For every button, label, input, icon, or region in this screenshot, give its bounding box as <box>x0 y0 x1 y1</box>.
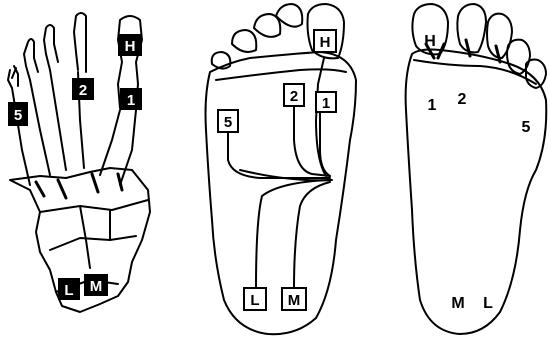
outline-crease <box>216 69 346 80</box>
toe-3-bones <box>44 25 58 70</box>
outline-toe-4 <box>232 30 256 52</box>
sole-contour <box>406 50 547 335</box>
sole-panel <box>406 4 547 334</box>
skeleton-m-label: M <box>90 278 103 295</box>
skeleton-h-label: H <box>125 38 136 55</box>
outline-2-label: 2 <box>290 88 298 105</box>
toe-2-bones <box>74 13 86 72</box>
sole-h-label: H <box>424 33 436 50</box>
outline-line-m <box>294 182 330 288</box>
sole-toe-3 <box>487 14 512 58</box>
outline-l-label: L <box>250 292 259 309</box>
skeleton-2-label: 2 <box>79 82 87 99</box>
sole-crease <box>414 60 536 84</box>
toe-4-bones <box>24 39 38 80</box>
skeleton-5-label: 5 <box>14 107 22 124</box>
outline-h-label: H <box>320 34 331 51</box>
outline-line-2 <box>294 104 330 176</box>
sole-m-label: M <box>451 295 464 312</box>
outline-1-label: 1 <box>322 95 330 112</box>
outline-m-label: M <box>288 292 301 309</box>
outline-5-label: 5 <box>224 114 232 131</box>
sole-toe-2 <box>457 4 486 52</box>
sole-1-label: 1 <box>428 97 437 114</box>
skeleton-panel <box>8 13 150 312</box>
outline-panel <box>206 4 357 334</box>
outline-line-l <box>256 180 330 288</box>
toe-5-bones <box>8 66 18 100</box>
sole-l-label: L <box>483 295 493 312</box>
skeleton-l-label: L <box>64 282 73 299</box>
skeleton-1-label: 1 <box>127 92 135 109</box>
sole-2-label: 2 <box>458 91 467 108</box>
sole-5-label: 5 <box>522 119 531 136</box>
